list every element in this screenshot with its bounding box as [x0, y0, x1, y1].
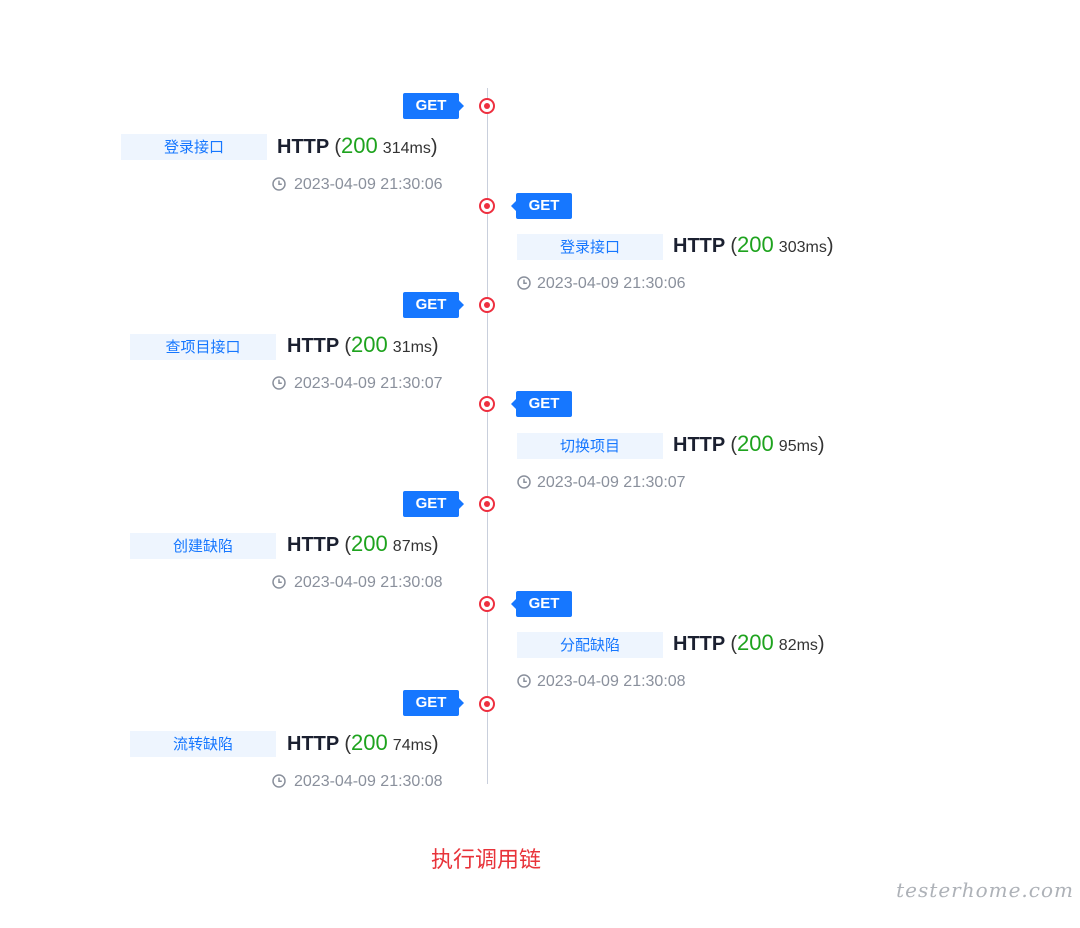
clock-icon: [517, 674, 531, 688]
timestamp: 2023-04-09 21:30:06: [294, 176, 443, 193]
timestamp-line: 2023-04-09 21:30:07: [517, 473, 686, 493]
method-badge: GET: [403, 93, 464, 119]
timestamp-line: 2023-04-09 21:30:07: [272, 374, 443, 394]
paren-close: ): [826, 235, 834, 257]
method-badge: GET: [511, 193, 572, 219]
api-name-tag[interactable]: 创建缺陷: [130, 533, 276, 559]
timestamp-line: 2023-04-09 21:30:08: [272, 573, 443, 593]
http-status-line: HTTP (200 314ms): [277, 132, 438, 160]
protocol-label: HTTP: [277, 136, 330, 158]
clock-icon: [517, 276, 531, 290]
status-code: 200: [340, 133, 378, 158]
method-badge: GET: [511, 391, 572, 417]
method-badge: GET: [511, 591, 572, 617]
timeline-node-icon: [479, 297, 495, 313]
status-code: 200: [350, 332, 388, 357]
paren-open: (: [730, 434, 737, 456]
timeline-node-icon: [479, 496, 495, 512]
status-code: 200: [736, 232, 774, 257]
http-status-line: HTTP (200 31ms): [287, 331, 439, 359]
timeline-node-icon: [479, 396, 495, 412]
timestamp-line: 2023-04-09 21:30:08: [272, 772, 443, 792]
paren-open: (: [730, 235, 737, 257]
timestamp-line: 2023-04-09 21:30:06: [517, 274, 686, 294]
duration: 314ms: [382, 140, 431, 157]
paren-close: ): [817, 434, 825, 456]
duration: 74ms: [392, 737, 432, 754]
paren-close: ): [430, 136, 438, 158]
http-status-line: HTTP (200 95ms): [673, 430, 825, 458]
paren-open: (: [344, 733, 351, 755]
api-name-tag[interactable]: 分配缺陷: [517, 632, 663, 658]
paren-open: (: [334, 136, 341, 158]
timestamp: 2023-04-09 21:30:07: [537, 474, 686, 491]
timestamp: 2023-04-09 21:30:06: [537, 275, 686, 292]
paren-open: (: [730, 633, 737, 655]
timeline-node-icon: [479, 198, 495, 214]
api-name-tag[interactable]: 流转缺陷: [130, 731, 276, 757]
paren-close: ): [431, 733, 439, 755]
clock-icon: [272, 774, 286, 788]
timeline-axis: [487, 88, 488, 784]
api-name-tag[interactable]: 登录接口: [517, 234, 663, 260]
watermark: testerhome.com: [896, 878, 1074, 902]
clock-icon: [272, 376, 286, 390]
http-status-line: HTTP (200 74ms): [287, 729, 439, 757]
protocol-label: HTTP: [673, 235, 726, 257]
paren-open: (: [344, 335, 351, 357]
http-status-line: HTTP (200 87ms): [287, 530, 439, 558]
paren-close: ): [431, 335, 439, 357]
paren-close: ): [431, 534, 439, 556]
status-code: 200: [350, 730, 388, 755]
figure-caption: 执行调用链: [430, 848, 541, 873]
protocol-label: HTTP: [673, 633, 726, 655]
api-name-tag[interactable]: 登录接口: [121, 134, 267, 160]
timestamp: 2023-04-09 21:30:07: [294, 375, 443, 392]
clock-icon: [517, 475, 531, 489]
status-code: 200: [350, 531, 388, 556]
protocol-label: HTTP: [673, 434, 726, 456]
timestamp-line: 2023-04-09 21:30:06: [272, 175, 443, 195]
timestamp: 2023-04-09 21:30:08: [537, 673, 686, 690]
timeline-node-icon: [479, 696, 495, 712]
duration: 31ms: [392, 339, 432, 356]
clock-icon: [272, 575, 286, 589]
timestamp-line: 2023-04-09 21:30:08: [517, 672, 686, 692]
timestamp: 2023-04-09 21:30:08: [294, 773, 443, 790]
duration: 95ms: [778, 438, 818, 455]
duration: 303ms: [778, 239, 827, 256]
paren-open: (: [344, 534, 351, 556]
clock-icon: [272, 177, 286, 191]
status-code: 200: [736, 431, 774, 456]
http-status-line: HTTP (200 82ms): [673, 629, 825, 657]
protocol-label: HTTP: [287, 733, 340, 755]
protocol-label: HTTP: [287, 335, 340, 357]
timeline-node-icon: [479, 596, 495, 612]
method-badge: GET: [403, 491, 464, 517]
paren-close: ): [817, 633, 825, 655]
timeline-node-icon: [479, 98, 495, 114]
protocol-label: HTTP: [287, 534, 340, 556]
http-status-line: HTTP (200 303ms): [673, 231, 834, 259]
method-badge: GET: [403, 292, 464, 318]
api-name-tag[interactable]: 查项目接口: [130, 334, 276, 360]
method-badge: GET: [403, 690, 464, 716]
duration: 87ms: [392, 538, 432, 555]
duration: 82ms: [778, 637, 818, 654]
timestamp: 2023-04-09 21:30:08: [294, 574, 443, 591]
api-name-tag[interactable]: 切换项目: [517, 433, 663, 459]
status-code: 200: [736, 630, 774, 655]
